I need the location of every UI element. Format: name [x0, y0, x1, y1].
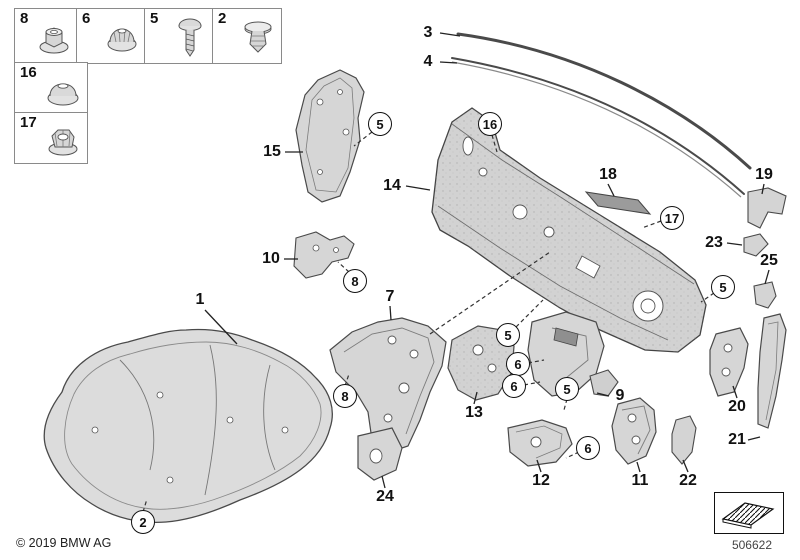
part-center-insulation-block[interactable]: [527, 311, 605, 397]
legend-number: 17: [20, 114, 37, 131]
leader-lines: [204, 32, 770, 489]
callout-25[interactable]: 25: [760, 252, 778, 269]
legend-cell-16[interactable]: 16: [14, 62, 88, 114]
callout-16[interactable]: 16: [478, 112, 502, 136]
part-21-side-strip[interactable]: [757, 313, 787, 429]
part-24-triangular-pad[interactable]: [357, 427, 403, 481]
plastic-nut-icon: [107, 28, 137, 52]
callout-23[interactable]: 23: [705, 234, 723, 251]
callout-20[interactable]: 20: [728, 398, 746, 415]
part-19-insulation-piece[interactable]: [747, 187, 787, 229]
callout-7[interactable]: 7: [385, 288, 395, 305]
callout-4[interactable]: 4: [423, 53, 433, 70]
callout-9[interactable]: 9: [615, 387, 625, 404]
callout-19[interactable]: 19: [755, 166, 773, 183]
cap-nut-icon: [48, 129, 78, 156]
part-23-insulation-piece[interactable]: [743, 233, 769, 257]
part-4-seal-strip[interactable]: [451, 57, 745, 198]
part-10-bracket-insulation[interactable]: [293, 231, 355, 279]
part-1-hood-insulation[interactable]: [43, 328, 333, 524]
legend-number: 8: [20, 10, 29, 27]
callout-6[interactable]: 6: [506, 352, 530, 376]
callout-15[interactable]: 15: [263, 143, 281, 160]
part-3-seal-strip[interactable]: [456, 32, 752, 170]
callout-18[interactable]: 18: [599, 166, 617, 183]
callout-6[interactable]: 6: [576, 436, 600, 460]
callout-17[interactable]: 17: [660, 206, 684, 230]
callout-13[interactable]: 13: [465, 404, 483, 421]
callout-21[interactable]: 21: [728, 431, 746, 448]
callout-11[interactable]: 11: [631, 472, 649, 489]
callout-5[interactable]: 5: [555, 377, 579, 401]
grommet-icon: [47, 83, 79, 106]
flange-nut-icon: [39, 27, 69, 54]
legend-cell-5[interactable]: 5: [144, 8, 214, 64]
part-22-insulation-strip[interactable]: [671, 415, 697, 465]
callout-2[interactable]: 2: [131, 510, 155, 534]
legend-cell-2[interactable]: 2: [212, 8, 282, 64]
legend-cell-6[interactable]: 6: [76, 8, 146, 64]
part-25-insulation-piece[interactable]: [753, 281, 777, 309]
part-12-insulation-piece[interactable]: [507, 419, 573, 467]
sheet-metal-screw-icon: [178, 18, 202, 57]
part-11-insulation-piece[interactable]: [611, 397, 657, 465]
legend-number: 5: [150, 10, 159, 27]
part-7-wheelhouse-insulation[interactable]: [329, 317, 447, 453]
part-15-a-pillar-insulation[interactable]: [295, 69, 365, 203]
part-14-firewall-insulation[interactable]: [431, 107, 707, 353]
legend-number: 2: [218, 10, 227, 27]
callout-5[interactable]: 5: [496, 323, 520, 347]
callout-8[interactable]: 8: [333, 384, 357, 408]
part-18-cowl-strip[interactable]: [584, 191, 652, 215]
part-9-small-bracket[interactable]: [589, 369, 619, 397]
callout-5[interactable]: 5: [368, 112, 392, 136]
copyright-text: © 2019 BMW AG: [16, 536, 112, 550]
callout-22[interactable]: 22: [679, 472, 697, 489]
callout-14[interactable]: 14: [383, 177, 401, 194]
callout-3[interactable]: 3: [423, 24, 433, 41]
expanding-rivet-icon: [244, 21, 272, 53]
legend-cell-8[interactable]: 8: [14, 8, 78, 64]
legend-cell-17[interactable]: 17: [14, 112, 88, 164]
legend-number: 16: [20, 64, 37, 81]
part-13-insulation-piece[interactable]: [447, 325, 515, 401]
callout-8[interactable]: 8: [343, 269, 367, 293]
insulation-material-icon: [714, 492, 784, 534]
callout-10[interactable]: 10: [262, 250, 280, 267]
callout-5[interactable]: 5: [711, 275, 735, 299]
callout-24[interactable]: 24: [376, 488, 394, 505]
diagram-number: 506622: [731, 538, 772, 552]
callout-12[interactable]: 12: [532, 472, 550, 489]
part-20-insulation-piece[interactable]: [709, 327, 749, 397]
callout-6[interactable]: 6: [502, 374, 526, 398]
legend-number: 6: [82, 10, 91, 27]
callout-1[interactable]: 1: [195, 291, 205, 308]
